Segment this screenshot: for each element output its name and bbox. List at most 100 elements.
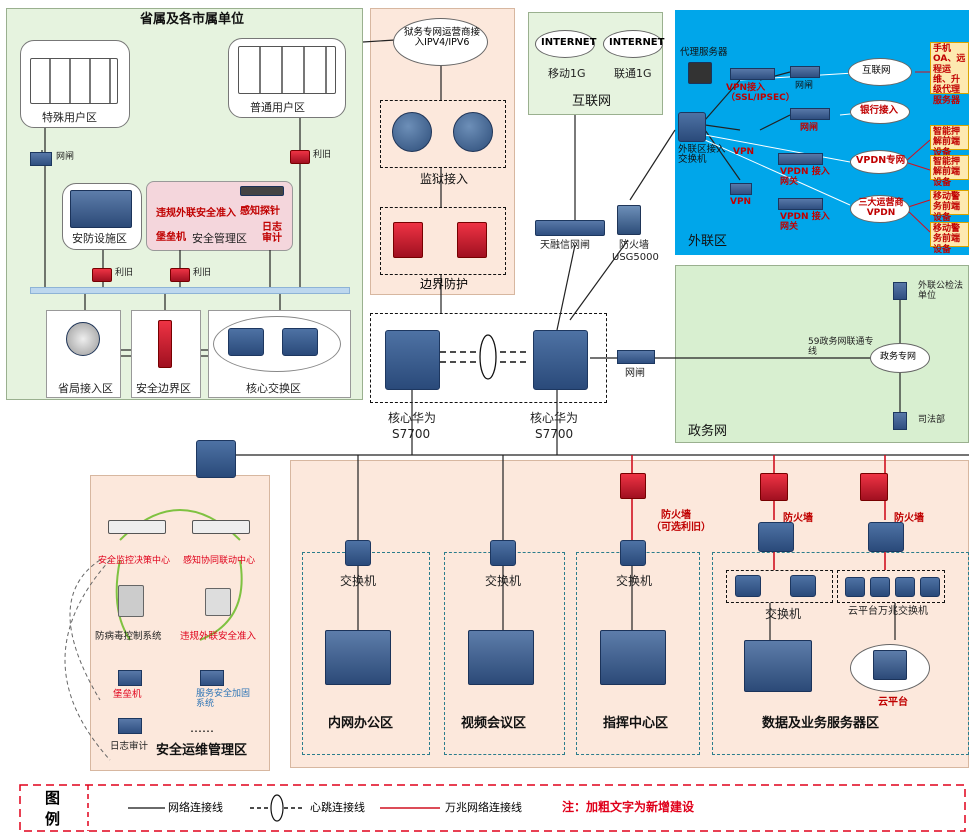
office-zone-label: 内网办公区 bbox=[328, 716, 394, 731]
special-user-terminals bbox=[30, 58, 118, 104]
proxy-label: 代理服务器 bbox=[680, 47, 728, 58]
illegal-outreach-2-label: 违规外联安全准入 bbox=[180, 631, 257, 642]
security-facility-devices bbox=[70, 190, 132, 228]
log-audit-label-1: 日志审计 bbox=[262, 222, 282, 244]
netgate-a bbox=[790, 66, 820, 78]
internet-cloud-b bbox=[603, 30, 663, 58]
core-2-label: 核心华为 bbox=[530, 411, 579, 425]
bank-cloud bbox=[850, 100, 910, 124]
prov-access-router bbox=[66, 322, 100, 356]
core-1-label: 核心华为 bbox=[388, 411, 437, 425]
data-servers bbox=[744, 640, 812, 692]
vpn-label-a: VPN bbox=[733, 147, 755, 157]
data-fw-1-label: 防火墙 bbox=[783, 513, 813, 524]
justice-device bbox=[893, 412, 907, 430]
ext-internet-label: 互联网 bbox=[862, 65, 891, 76]
command-fw-reuse: （可选利旧） bbox=[651, 522, 711, 533]
bank-netgate-label: 网闸 bbox=[800, 123, 819, 133]
border-firewall-1 bbox=[393, 222, 423, 258]
bank-netgate bbox=[790, 108, 830, 120]
perception-center-label: 感知协同联动中心 bbox=[183, 556, 256, 566]
data-fw-2-label: 防火墙 bbox=[894, 513, 924, 524]
prov-units-title: 省属及各市属单位 bbox=[140, 12, 245, 27]
perception-probe-device bbox=[240, 186, 284, 196]
illegal-outreach-device bbox=[205, 588, 231, 616]
ops-entry-switch bbox=[196, 440, 236, 478]
ext-internet-cloud bbox=[848, 58, 912, 86]
liju-fw-2 bbox=[92, 268, 112, 282]
smart-front-2-text: 智能押解前端设备 bbox=[933, 157, 961, 188]
prov-access-label: 省局接入区 bbox=[58, 382, 113, 395]
legend-title-1: 图 bbox=[45, 789, 61, 807]
ext-unit-device bbox=[893, 282, 907, 300]
internet-cloud-a bbox=[535, 30, 595, 58]
legend-heartbeat-line: 心跳连接线 bbox=[310, 801, 365, 814]
core-2-model: S7700 bbox=[535, 427, 574, 441]
ext-access-switch bbox=[678, 112, 706, 142]
three-isp-cloud bbox=[850, 195, 910, 223]
core-switch-1 bbox=[385, 330, 440, 390]
liju-fw-1 bbox=[290, 150, 310, 164]
data-switch-label: 交换机 bbox=[765, 607, 802, 621]
ext-unit-label: 外联公检法单位 bbox=[918, 281, 964, 301]
tianrongxin-label: 天融信网闸 bbox=[540, 240, 590, 251]
illegal-outreach-label: 违规外联安全准入 bbox=[156, 208, 236, 219]
cloud-switch-3 bbox=[895, 577, 915, 597]
vpn-in-label: VPN接入（SSL/IPSEC） bbox=[726, 83, 795, 103]
usg-firewall bbox=[617, 205, 641, 235]
cloud-switch-box bbox=[837, 570, 945, 603]
fort-2-label: 堡垒机 bbox=[113, 689, 142, 700]
cloud-switch-label: 云平台万兆交换机 bbox=[848, 606, 928, 617]
mobile-police-2-box: 移动警务前端设备 bbox=[930, 222, 969, 255]
netgate-prov-label: 网闸 bbox=[56, 152, 75, 162]
data-switch-top-1 bbox=[758, 522, 794, 552]
justice-label: 司法部 bbox=[918, 415, 946, 425]
gov-netgate-label: 网闸 bbox=[625, 368, 645, 379]
legend-note: 注：加粗文字为新增建设 bbox=[562, 800, 695, 814]
mobile-oa-box: 手机OA、远程运维、升级代理服务器 bbox=[930, 42, 969, 106]
ops-ellipsis: …… bbox=[190, 721, 214, 735]
tianrongxin-gate bbox=[535, 220, 605, 236]
special-users-label: 特殊用户区 bbox=[42, 111, 97, 124]
perception-center-device bbox=[192, 520, 250, 534]
service-harden-label: 服务安全加固系统 bbox=[196, 689, 251, 709]
bank-label: 银行接入 bbox=[860, 105, 899, 116]
usg-model-label: USG5000 bbox=[612, 252, 659, 263]
prison-router-1 bbox=[392, 112, 432, 152]
vpdn-gw-2 bbox=[778, 198, 823, 210]
smart-front-2-box: 智能押解前端设备 bbox=[930, 155, 969, 188]
office-servers bbox=[325, 630, 391, 685]
security-facility-label: 安防设施区 bbox=[72, 232, 127, 245]
vpdn-gw-1 bbox=[778, 153, 823, 165]
sec-monitor-device bbox=[108, 520, 166, 534]
command-switch-label: 交换机 bbox=[616, 574, 653, 588]
smart-front-1-text: 智能押解前端设备 bbox=[933, 127, 961, 158]
command-switch bbox=[620, 540, 646, 566]
sec-border-fw bbox=[158, 320, 172, 368]
legend-title-2: 例 bbox=[45, 810, 61, 828]
video-switch bbox=[490, 540, 516, 566]
perception-probe-label: 感知探针 bbox=[240, 206, 280, 217]
border-protection-label: 边界防护 bbox=[420, 277, 469, 291]
mobile-label: 移动1G bbox=[548, 67, 586, 80]
vpdn-private-label: VPDN专网 bbox=[856, 155, 906, 166]
data-firewall-1 bbox=[760, 473, 788, 501]
cloud-switch-4 bbox=[920, 577, 940, 597]
gov-netgate bbox=[617, 350, 655, 364]
core-switch-b bbox=[282, 328, 318, 356]
internet-a-label: INTERNET bbox=[541, 37, 597, 48]
vpdn-cloud bbox=[850, 150, 908, 174]
fort-machine-label: 堡垒机 bbox=[156, 232, 186, 243]
command-fw-label: 防火墙 bbox=[661, 510, 691, 521]
external-zone-label: 外联区 bbox=[688, 234, 728, 249]
mobile-police-2-text: 移动警务前端设备 bbox=[933, 224, 961, 255]
isp-cloud bbox=[393, 18, 488, 66]
vpn-label-b: VPN bbox=[730, 197, 752, 207]
core-1-model: S7700 bbox=[392, 427, 431, 441]
netgate-a-label: 网闸 bbox=[795, 81, 814, 91]
gov-zone-label: 政务网 bbox=[688, 424, 728, 439]
internet-b-label: INTERNET bbox=[609, 37, 665, 48]
cloud-switch-1 bbox=[845, 577, 865, 597]
legend-tengig-line: 万兆网络连接线 bbox=[445, 801, 522, 814]
proxy-server bbox=[688, 62, 712, 84]
